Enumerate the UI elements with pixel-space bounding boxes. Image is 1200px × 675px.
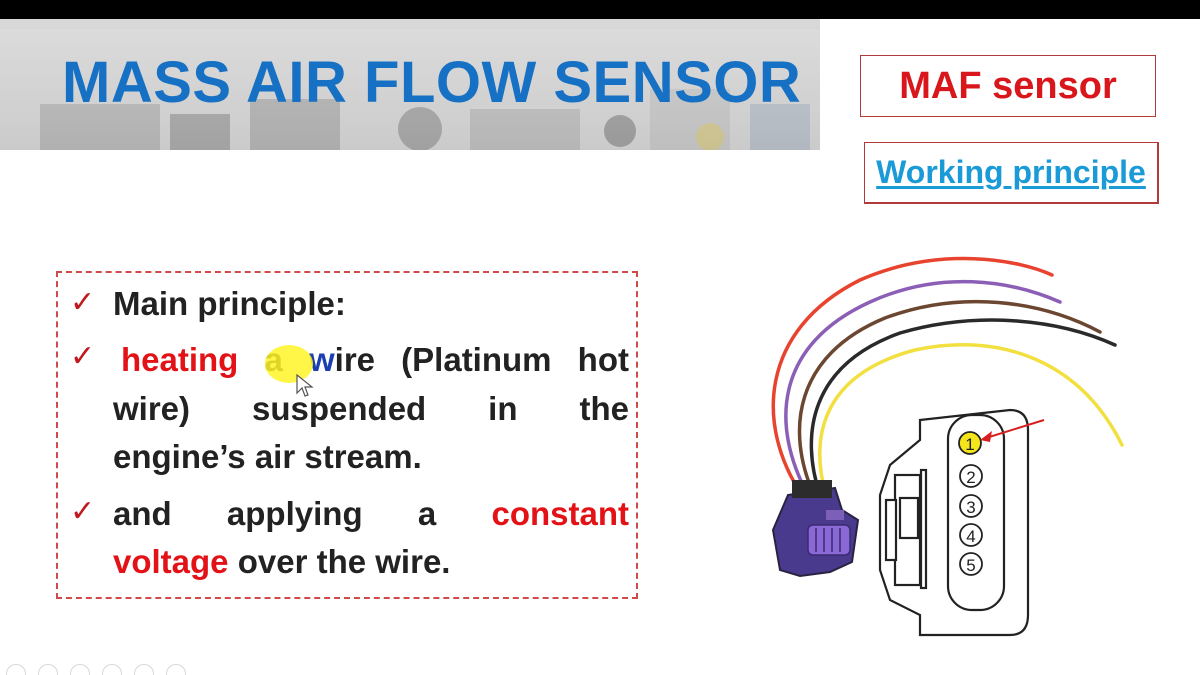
word-suspended: suspended bbox=[252, 390, 427, 427]
pin-3 bbox=[959, 494, 983, 518]
wire-purple bbox=[784, 279, 1062, 497]
principle-box: ✓ Main principle: ✓ heating a wire (Plat… bbox=[56, 271, 638, 599]
control-icon[interactable] bbox=[6, 663, 26, 675]
principle-line-1: Main principle: bbox=[113, 285, 346, 322]
control-icon[interactable] bbox=[102, 663, 122, 675]
word-and: and bbox=[113, 495, 172, 532]
pin-1-label: 1 bbox=[965, 435, 974, 454]
control-icon[interactable] bbox=[38, 663, 58, 675]
title-banner: MASS AIR FLOW SENSOR bbox=[0, 19, 820, 150]
engine-background-image bbox=[0, 19, 820, 150]
word-constant: constant bbox=[491, 495, 629, 532]
principle-line-5: and applying a constant bbox=[113, 490, 629, 538]
control-icon[interactable] bbox=[70, 663, 90, 675]
player-controls bbox=[0, 660, 220, 675]
wire-yellow bbox=[818, 343, 1124, 497]
working-principle-tag[interactable]: Working principle bbox=[864, 142, 1159, 204]
wire-brown bbox=[797, 299, 1102, 497]
maf-connector-diagram: 1 2 3 4 5 bbox=[771, 256, 1124, 637]
word-heating: heating bbox=[121, 341, 239, 378]
word-wire: wire bbox=[309, 336, 375, 384]
cursor-highlight bbox=[265, 345, 313, 383]
word-wire-highlight: w bbox=[308, 341, 335, 378]
pin-1 bbox=[958, 431, 982, 455]
connector-outline bbox=[878, 408, 1030, 637]
pin-4-label: 4 bbox=[966, 527, 975, 546]
wire-black bbox=[809, 318, 1117, 497]
working-principle-link[interactable]: Working principle bbox=[876, 154, 1146, 190]
word-in: in bbox=[488, 390, 518, 427]
word-wire-close: wire) bbox=[113, 390, 191, 427]
wire-red bbox=[771, 256, 1054, 497]
word-hot: hot bbox=[577, 341, 629, 378]
pin-5-label: 5 bbox=[966, 556, 975, 575]
pin-2-label: 2 bbox=[966, 468, 975, 487]
control-icon[interactable] bbox=[134, 663, 154, 675]
maf-sensor-tag: MAF sensor bbox=[860, 55, 1156, 117]
line-6-rest: over the wire. bbox=[237, 543, 451, 580]
check-mark-icon: ✓ bbox=[70, 494, 96, 529]
check-mark-icon: ✓ bbox=[70, 285, 96, 320]
connector-pins: 1 2 3 4 5 bbox=[958, 431, 983, 576]
top-letterbox-bar bbox=[0, 0, 1200, 19]
connector-housing bbox=[771, 480, 860, 578]
arrow-icon bbox=[980, 419, 1045, 442]
maf-sensor-label: MAF sensor bbox=[899, 64, 1117, 107]
principle-line-6: voltage over the wire. bbox=[113, 538, 629, 586]
pin-5 bbox=[959, 552, 983, 576]
pin-3-label: 3 bbox=[966, 498, 975, 517]
principle-line-3: wire) suspended in the bbox=[113, 385, 629, 433]
word-wire-rest: ire bbox=[334, 341, 376, 378]
control-icon[interactable] bbox=[166, 663, 186, 675]
check-mark-icon: ✓ bbox=[70, 339, 96, 374]
pin-2 bbox=[959, 464, 983, 488]
word-a-2: a bbox=[417, 495, 437, 532]
mouse-cursor-icon bbox=[296, 374, 314, 397]
word-voltage: voltage bbox=[113, 543, 229, 580]
connector-wires bbox=[771, 256, 1124, 497]
principle-line-2: heating a wire (Platinum hot bbox=[113, 336, 629, 384]
word-applying: applying bbox=[226, 495, 363, 532]
slide-title: MASS AIR FLOW SENSOR bbox=[62, 50, 802, 115]
principle-line-4: engine’s air stream. bbox=[113, 438, 422, 475]
word-the: the bbox=[579, 390, 629, 427]
word-platinum: (Platinum bbox=[401, 341, 552, 378]
pin-4 bbox=[959, 523, 983, 547]
